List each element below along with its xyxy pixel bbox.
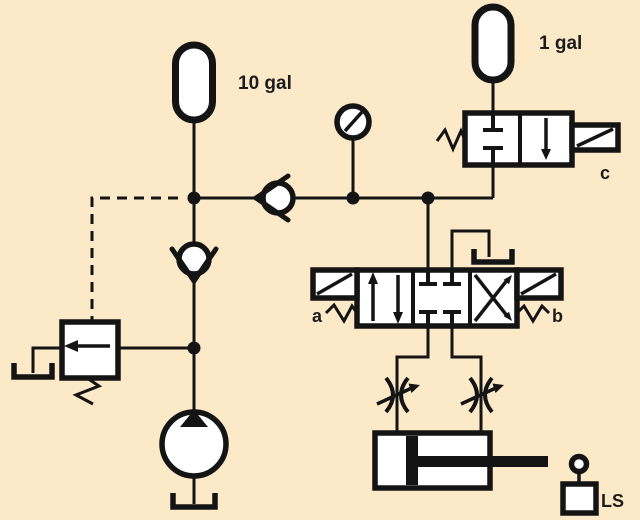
restrictor-arc xyxy=(468,376,479,414)
adjust-arrow xyxy=(376,385,415,406)
check-seat xyxy=(191,246,219,284)
junction-dots xyxy=(187,191,435,355)
switch-body xyxy=(560,481,599,516)
valve-body xyxy=(59,319,121,381)
junction-dot xyxy=(187,341,201,355)
spring-icon xyxy=(435,126,467,153)
spring-icon xyxy=(515,303,551,324)
pump-flow-triangle xyxy=(180,410,208,427)
solenoid-slash xyxy=(576,127,614,148)
valve-drain-line xyxy=(450,229,491,270)
switch-roller xyxy=(568,453,590,475)
accumulator-icon xyxy=(172,41,216,124)
directional-valve-main xyxy=(310,249,564,329)
hydraulic-cylinder xyxy=(372,430,548,491)
flow-arrowhead xyxy=(503,311,512,321)
restrictor-arc xyxy=(483,376,494,414)
flow-path xyxy=(473,277,510,323)
label-limit-switch: LS xyxy=(601,491,624,511)
pressure-gauge xyxy=(334,103,372,141)
accumulator-icon xyxy=(471,3,515,84)
solenoid-slash xyxy=(316,272,353,296)
label-accumulator-small: 1 gal xyxy=(539,33,582,54)
adjust-arrow xyxy=(460,385,499,406)
tank-icon xyxy=(471,249,515,265)
flow-arrowhead xyxy=(64,340,78,352)
solenoid-slash xyxy=(520,272,557,296)
cylinder-piston xyxy=(406,436,418,485)
adjust-arrowhead xyxy=(408,383,420,393)
junction-dot xyxy=(187,191,201,205)
flow-path xyxy=(473,273,510,319)
label-accumulator-large: 10 gal xyxy=(238,73,292,94)
check-seat xyxy=(253,195,291,223)
restrictor-arc xyxy=(399,376,410,414)
flow-arrowhead xyxy=(541,149,551,160)
label-valve-c: c xyxy=(600,163,610,183)
check-seat xyxy=(253,173,291,201)
tank-icon xyxy=(11,363,55,380)
limit-switch xyxy=(560,453,599,516)
hydraulic-pump xyxy=(159,409,229,510)
unloading-relief-valve xyxy=(11,319,121,406)
cylinder-rod xyxy=(418,456,548,467)
flow-arrowhead xyxy=(368,272,378,284)
flow-arrowhead xyxy=(503,275,512,285)
check-valve-horizontal xyxy=(253,173,296,223)
pilot-line-dashed xyxy=(90,196,178,322)
junction-dot xyxy=(346,191,360,205)
accumulator-1gal xyxy=(471,3,515,84)
accumulator-10gal xyxy=(172,41,216,124)
spring-icon xyxy=(72,376,103,406)
label-valve-end-b: b xyxy=(552,306,563,326)
flow-control-valve-right xyxy=(460,376,504,414)
adjust-arrowhead xyxy=(492,383,504,393)
restrictor-arc xyxy=(384,376,395,414)
check-valve-vertical xyxy=(169,241,219,284)
work-line-b xyxy=(450,326,483,433)
spring-icon xyxy=(324,302,359,324)
flow-control-valve-left xyxy=(376,376,420,414)
check-seat xyxy=(169,246,197,284)
gauge-needle xyxy=(343,110,364,133)
tank-icon xyxy=(170,493,218,510)
work-line-a xyxy=(395,326,430,433)
relief-tank-line xyxy=(31,346,62,373)
junction-dot xyxy=(421,191,435,205)
label-valve-end-a: a xyxy=(312,306,323,326)
flow-arrowhead xyxy=(393,312,403,324)
solenoid-valve-c xyxy=(435,110,621,168)
